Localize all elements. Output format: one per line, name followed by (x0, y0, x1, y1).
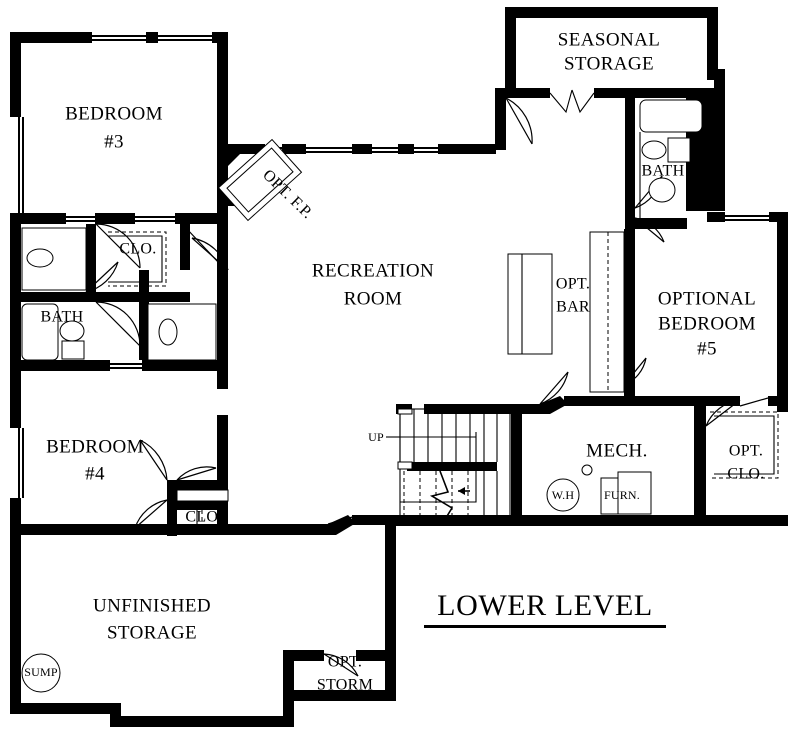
room-label-closet-bedroom3: CLO. (119, 241, 156, 258)
staircase (386, 408, 511, 522)
room-label-bath-left: BATH (41, 309, 84, 326)
room-label-optional-storm-line2: STORM (317, 677, 373, 694)
room-label-unfinished-storage-line2: STORAGE (107, 622, 197, 643)
room-label-optional-bar-line2: BAR (556, 299, 590, 316)
stairs-direction-label: UP (368, 430, 384, 444)
room-label-optional-storm-line1: OPT. (328, 654, 362, 671)
room-label-unfinished-storage-line1: UNFINISHED (93, 595, 211, 616)
room-label-recreation-line2: ROOM (344, 288, 403, 309)
fixture-label-sump-pump: SUMP (24, 665, 58, 679)
fixture-label-water-heater: W.H (552, 488, 575, 502)
room-label-optional-closet-line2: CLO. (727, 466, 764, 483)
room-label-seasonal-storage-line1: SEASONAL (558, 29, 660, 50)
fixture-label-furnace: FURN. (604, 488, 640, 502)
door-group (85, 89, 769, 677)
room-label-closet-bedroom4: CLO. (185, 509, 222, 526)
room-label-recreation-line1: RECREATION (312, 260, 434, 281)
title-underline (424, 625, 666, 628)
room-label-bedroom4-line2: #4 (85, 463, 105, 484)
room-label-optional-bar-line1: OPT. (556, 276, 590, 293)
room-label-bedroom3-line1: BEDROOM (65, 103, 163, 124)
label-group: BEDROOM #3 BEDROOM #4 BATH CLO. CLO. REC… (24, 29, 764, 693)
page-title: LOWER LEVEL (437, 589, 653, 622)
fixture-group (21, 99, 779, 693)
room-label-bedroom3-line2: #3 (104, 131, 124, 152)
room-label-bedroom4-line1: BEDROOM (46, 436, 144, 457)
room-label-seasonal-storage-line2: STORAGE (564, 53, 654, 74)
room-label-bath-right: BATH (642, 163, 685, 180)
wall-group-exterior (10, 7, 788, 727)
room-label-optional-closet-line1: OPT. (729, 443, 763, 460)
room-label-optional-bedroom5-line3: #5 (697, 338, 717, 359)
room-label-mechanical: MECH. (586, 440, 648, 461)
room-label-optional-bedroom5-line2: BEDROOM (658, 313, 756, 334)
room-label-optional-bedroom5-line1: OPTIONAL (658, 288, 756, 309)
